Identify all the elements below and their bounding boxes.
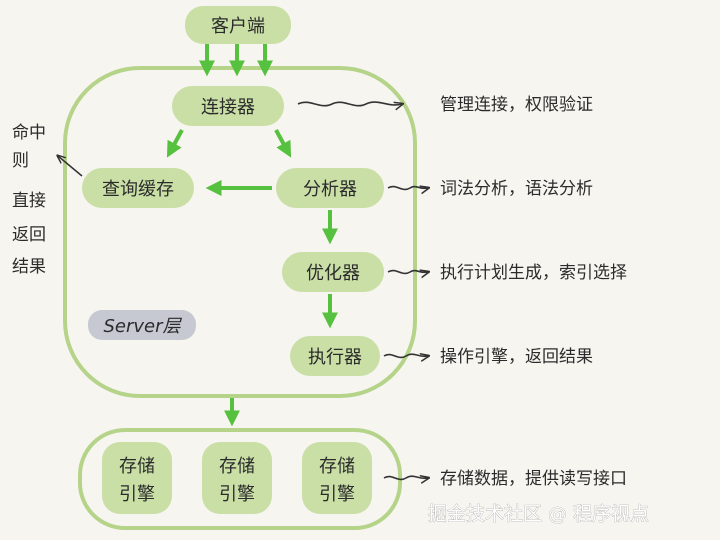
storage-annotation: 存储数据，提供读写接口	[440, 469, 627, 489]
server-layer-label: Server层	[103, 316, 182, 337]
connector-node: 连接器	[172, 86, 284, 126]
query-cache-label: 查询缓存	[102, 179, 174, 200]
analyzer-node: 分析器	[276, 168, 384, 208]
storage-engine-2-line2: 引擎	[219, 484, 255, 505]
storage-engine-3: 存储 引擎	[302, 442, 372, 514]
client-label: 客户端	[211, 16, 265, 37]
watermark: 掘金技术社区 @ 程序视点	[428, 503, 649, 525]
connector-annotation-arrow	[297, 101, 402, 106]
cache-hit-line-2: 则	[12, 151, 29, 171]
cache-hit-line-4: 返回	[12, 225, 46, 245]
server-layer-badge: Server层	[88, 310, 196, 340]
storage-engine-1: 存储 引擎	[102, 442, 172, 514]
cache-hit-annotation: 命中 则 直接 返回 结果	[12, 123, 46, 277]
optimizer-node: 优化器	[282, 252, 384, 292]
executor-node: 执行器	[290, 336, 380, 376]
optimizer-label: 优化器	[306, 263, 360, 284]
storage-annotation-arrow	[383, 476, 428, 479]
executor-label: 执行器	[308, 347, 362, 368]
analyzer-label: 分析器	[303, 179, 357, 200]
cache-hit-line-3: 直接	[12, 191, 46, 211]
executor-annotation: 操作引擎，返回结果	[440, 347, 593, 367]
storage-engine-2-line1: 存储	[219, 456, 255, 477]
client-to-connector-arrows	[199, 44, 273, 77]
connector-to-analyzer-arrow	[274, 129, 292, 158]
client-node: 客户端	[185, 6, 291, 44]
storage-engine-2: 存储 引擎	[202, 442, 272, 514]
cache-hit-line-5: 结果	[12, 257, 46, 277]
storage-engine-1-line2: 引擎	[119, 484, 155, 505]
cache-hit-arrow	[58, 156, 83, 177]
storage-engine-3-line1: 存储	[319, 456, 355, 477]
connector-to-cache-arrow	[166, 129, 184, 158]
executor-annotation-arrow	[383, 354, 428, 357]
storage-engine-1-line1: 存储	[119, 456, 155, 477]
analyzer-annotation: 词法分析，语法分析	[440, 179, 593, 199]
query-cache-node: 查询缓存	[82, 168, 194, 208]
storage-engine-3-line2: 引擎	[319, 484, 355, 505]
optimizer-annotation-arrow	[387, 271, 428, 274]
optimizer-annotation: 执行计划生成，索引选择	[440, 263, 627, 283]
connector-label: 连接器	[201, 97, 255, 118]
analyzer-annotation-arrow	[387, 187, 428, 190]
connector-annotation: 管理连接，权限验证	[440, 95, 593, 115]
cache-hit-line-1: 命中	[12, 123, 46, 143]
